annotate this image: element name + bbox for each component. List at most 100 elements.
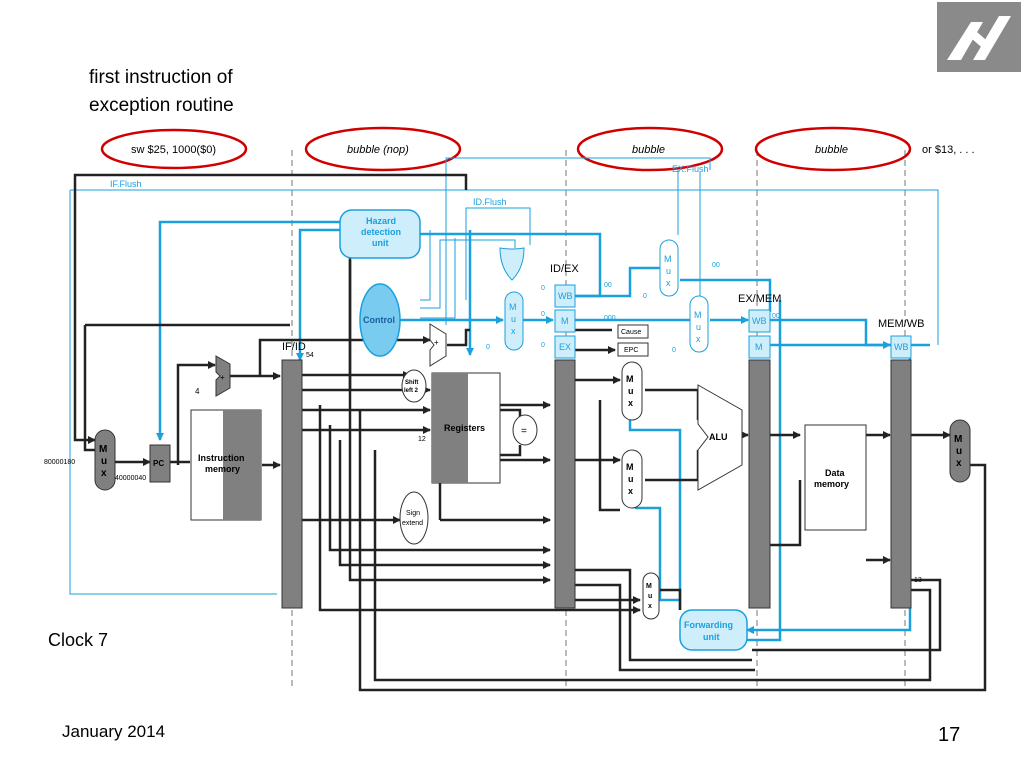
epc-register (617, 342, 649, 357)
alu (697, 384, 743, 491)
mem-wb-control-fields: WB (890, 335, 912, 359)
svg-text:x: x (101, 468, 107, 479)
svg-text:u: u (956, 446, 962, 457)
if-flush-label: IF.Flush (110, 179, 142, 189)
svg-text:M: M (664, 254, 672, 264)
svg-text:M: M (954, 434, 962, 445)
cause-register (617, 324, 649, 339)
program-counter (149, 444, 171, 483)
instruction-1: sw $25, 1000($0) (131, 144, 216, 156)
id-ex-label: ID/EX (550, 263, 579, 275)
control-wiring (156, 220, 930, 642)
svg-text:00: 00 (772, 313, 780, 320)
instruction-oval-3 (576, 126, 724, 172)
instruction-oval-2 (304, 126, 462, 172)
branch-adder (429, 323, 447, 367)
svg-text:=: = (521, 426, 527, 437)
svg-text:+: + (220, 373, 225, 382)
svg-text:M: M (646, 583, 652, 590)
instruction-row: sw $25, 1000($0) bubble (nop) bubble bub… (100, 126, 975, 172)
pc-label: PC (153, 459, 164, 468)
id-ex-m-field: M (561, 316, 569, 326)
svg-text:0: 0 (541, 342, 545, 349)
ex-flush-mux-wb (659, 239, 679, 297)
footer-date: January 2014 (62, 722, 166, 741)
if-id-label: IF/ID (282, 341, 306, 353)
svg-text:M: M (509, 302, 517, 312)
constant-four: 4 (195, 387, 200, 396)
svg-text:x: x (628, 486, 633, 496)
header-line-2: exception routine (89, 95, 234, 116)
svg-text:0: 0 (486, 344, 490, 351)
alu-mux-lower (621, 449, 643, 509)
pc-adder (215, 355, 231, 397)
svg-text:x: x (666, 278, 671, 288)
svg-text:Shift: Shift (405, 380, 418, 386)
control-label: Control (363, 315, 395, 325)
svg-text:0: 0 (672, 347, 676, 354)
svg-text:u: u (666, 266, 671, 276)
data-memory (804, 424, 867, 531)
shift-left-2 (401, 369, 427, 403)
id-flush-or-gate (499, 247, 525, 281)
alu-label: ALU (709, 432, 728, 442)
svg-text:0: 0 (541, 311, 545, 318)
instruction-oval-1 (100, 128, 248, 170)
hazard-label-1: Hazard (366, 216, 396, 226)
university-logo (937, 2, 1021, 72)
alt-address: 40000040 (115, 475, 146, 482)
svg-text:u: u (628, 386, 634, 396)
const-12: 12 (418, 436, 426, 443)
ex-mem-m-field: M (755, 342, 763, 352)
hazard-label-3: unit (372, 238, 389, 248)
imem-label-1: Instruction (198, 453, 245, 463)
id-control-mux (504, 291, 524, 351)
hazard-detection-unit (339, 209, 421, 259)
writeback-mux (949, 419, 971, 483)
if-id-register (281, 359, 303, 609)
instruction-2: bubble (nop) (347, 144, 409, 156)
forwarding-label-2: unit (703, 632, 720, 642)
imem-label-2: memory (205, 464, 240, 474)
clock-label: Clock 7 (48, 630, 109, 650)
exception-address: 80000180 (44, 459, 75, 466)
svg-text:u: u (696, 322, 701, 332)
ex-mem-wb-field: WB (752, 316, 767, 326)
svg-text:M: M (626, 462, 634, 472)
sign-extend (399, 491, 429, 545)
svg-text:M: M (99, 444, 107, 455)
regdst-mux (642, 572, 660, 620)
id-ex-register (554, 359, 576, 609)
const-54: 54 (306, 352, 314, 359)
svg-text:M: M (626, 374, 634, 384)
constant-labels: 0 0 0 0 0 0 00 000 00 00 (486, 262, 780, 354)
const-13: 13 (914, 577, 922, 584)
ex-mem-control-fields: WB M (748, 309, 771, 359)
mem-wb-wb-field: WB (894, 342, 909, 352)
svg-text:00: 00 (712, 262, 720, 269)
registers-label: Registers (444, 423, 485, 433)
svg-text:extend: extend (402, 520, 423, 527)
header-line-1: first instruction of (89, 67, 233, 88)
dmem-label-1: Data (825, 468, 846, 478)
instruction-4: bubble (815, 144, 848, 156)
id-flush-label: ID.Flush (473, 197, 507, 207)
equality-comparator (512, 414, 538, 446)
pc-mux (94, 429, 116, 491)
ex-flush-label: EX.Flush (672, 164, 709, 174)
datapath-wiring (73, 173, 987, 692)
instruction-5: or $13, . . . (922, 144, 975, 156)
svg-text:x: x (628, 398, 633, 408)
hazard-label-2: detection (361, 227, 401, 237)
svg-text:left 2: left 2 (404, 388, 419, 394)
id-ex-ex-field: EX (559, 342, 571, 352)
ex-flush-mux-m (689, 295, 709, 353)
ex-mem-label: EX/MEM (738, 293, 781, 305)
svg-text:u: u (101, 456, 107, 467)
dmem-label-2: memory (814, 479, 849, 489)
svg-text:x: x (696, 334, 701, 344)
svg-text:u: u (511, 314, 516, 324)
mem-wb-label: MEM/WB (878, 318, 924, 330)
flush-wiring (69, 157, 939, 595)
